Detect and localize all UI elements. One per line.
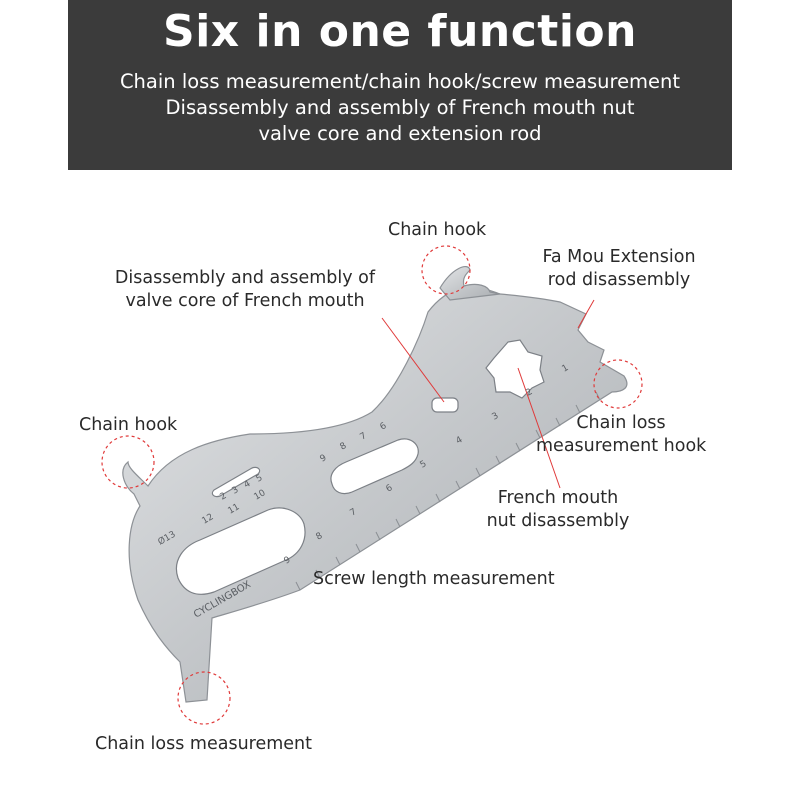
ruler-number-6: 6 bbox=[385, 483, 395, 495]
ruler-number-9: 9 bbox=[283, 555, 293, 567]
leader-french-nut bbox=[517, 367, 561, 489]
header-banner: Six in one function Chain loss measureme… bbox=[68, 0, 732, 170]
ruler-number-1: 1 bbox=[561, 363, 571, 375]
ruler-number-8: 8 bbox=[315, 531, 325, 543]
banner-subtitle-line-3: valve core and extension rod bbox=[258, 122, 542, 145]
callout-valve-core-line-1: Disassembly and assembly of bbox=[114, 268, 376, 288]
ruler-number-5: 5 bbox=[419, 459, 429, 471]
engraved-label-5: 5 bbox=[255, 473, 265, 485]
marker-bottom-foot bbox=[177, 671, 231, 725]
callout-chain-loss-hook-line-1: Chain loss bbox=[576, 413, 666, 433]
callout-valve-core: Disassembly and assembly of valve core o… bbox=[105, 267, 385, 313]
engraved-label-12: 12 bbox=[201, 512, 216, 526]
callout-screw-length: Screw length measurement bbox=[313, 569, 555, 589]
engraved-label-11: 11 bbox=[227, 502, 242, 516]
engraved-label-6: 6 bbox=[379, 421, 389, 433]
engraved-label-9: 9 bbox=[319, 453, 329, 465]
highlight-circles bbox=[101, 245, 643, 725]
callout-chain-hook-left: Chain hook bbox=[79, 415, 178, 435]
callout-french-nut-line-1: French mouth bbox=[497, 488, 619, 508]
engraved-label-4: 4 bbox=[243, 479, 253, 491]
banner-title: Six in one function bbox=[163, 6, 637, 57]
marker-top-hook bbox=[421, 245, 471, 295]
ruler-ticks bbox=[295, 391, 601, 591]
callout-chain-loss-hook-line-2: measurement hook bbox=[536, 436, 707, 456]
ruler-number-4: 4 bbox=[455, 435, 465, 447]
callout-french-nut-line-2: nut disassembly bbox=[486, 511, 630, 531]
marker-right-hook bbox=[593, 359, 643, 409]
engraved-label-2: 2 bbox=[219, 491, 229, 503]
ruler-number-3: 3 bbox=[491, 411, 501, 423]
ruler-number-2: 2 bbox=[525, 387, 535, 399]
engraved-label-3: 3 bbox=[231, 485, 241, 497]
banner-subtitle-line-1: Chain loss measurement/chain hook/screw … bbox=[119, 70, 681, 93]
callout-valve-core-line-2: valve core of French mouth bbox=[125, 291, 365, 311]
callout-extension: Fa Mou Extension rod disassembly bbox=[536, 246, 702, 292]
leader-valve-core bbox=[381, 317, 445, 403]
marker-left-hook bbox=[101, 435, 155, 489]
engraved-label-8: 8 bbox=[339, 441, 349, 453]
large-slot bbox=[175, 507, 306, 595]
callout-chain-loss-hook: Chain loss measurement hook bbox=[536, 412, 706, 458]
middle-slot bbox=[330, 438, 419, 495]
leader-extension bbox=[577, 299, 595, 329]
top-hook-shape bbox=[439, 266, 501, 301]
callout-french-nut: French mouth nut disassembly bbox=[476, 487, 640, 533]
callout-extension-line-1: Fa Mou Extension bbox=[542, 247, 696, 267]
banner-subtitle-line-2: Disassembly and assembly of French mouth… bbox=[165, 96, 635, 119]
callout-chain-loss: Chain loss measurement bbox=[95, 734, 313, 754]
engraved-label-7: 7 bbox=[359, 431, 369, 443]
leader-lines bbox=[381, 299, 595, 489]
callout-extension-line-2: rod disassembly bbox=[547, 270, 691, 290]
rect-hole bbox=[431, 397, 459, 413]
ruler-number-7: 7 bbox=[349, 507, 359, 519]
callout-chain-hook-top: Chain hook bbox=[388, 220, 487, 240]
small-slot bbox=[211, 466, 261, 498]
